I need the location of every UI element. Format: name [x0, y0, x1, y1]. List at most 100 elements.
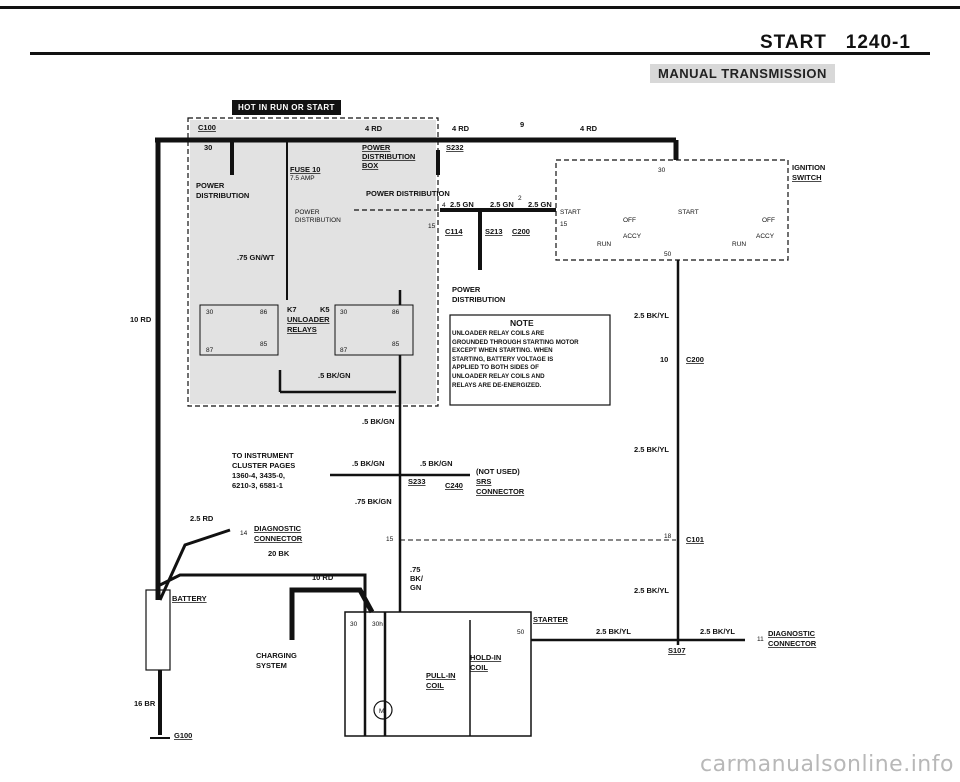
fuse-relay-box	[187, 117, 439, 407]
bk20: 20 BK	[268, 549, 290, 558]
system-label: SYSTEM	[256, 661, 287, 670]
rd10-label: 10 RD	[130, 315, 152, 324]
relay-k5	[334, 304, 414, 356]
rd4-c: 4 RD	[580, 124, 598, 133]
pin10: 10	[660, 355, 668, 364]
c101: C101	[686, 535, 704, 544]
bk5c: .5 BK/GN	[352, 459, 385, 468]
c100-label: C100	[198, 123, 216, 132]
pullin-coil: COIL	[426, 681, 444, 690]
page-number: 1240-1	[845, 32, 911, 53]
starter-label: STARTER	[533, 615, 568, 624]
page-title: START 1240-1	[760, 32, 911, 54]
pin15c: 15	[386, 536, 394, 543]
box-box: BOX	[362, 161, 378, 170]
hot-in-run-badge: HOT IN RUN OR START	[232, 100, 341, 115]
battery-label: BATTERY	[172, 594, 207, 603]
diag2-connector: CONNECTOR	[768, 639, 817, 648]
pd-small2: DISTRIBUTION	[295, 217, 341, 224]
s232: S232	[446, 143, 464, 152]
footer-watermark: carmanualsonline.info	[700, 752, 954, 777]
motor-circle	[373, 700, 393, 720]
k7-label: K7	[287, 305, 297, 314]
bk75b: .75	[410, 565, 420, 574]
accy-label: ACCY	[623, 233, 642, 240]
off-label: OFF	[623, 217, 636, 224]
br16: 16 BR	[134, 699, 156, 708]
ignition-switch-box	[555, 159, 789, 261]
r85b: 85	[392, 341, 400, 348]
rd4-a: 4 RD	[365, 124, 383, 133]
rd25: 2.5 RD	[190, 514, 214, 523]
bk5-label: .5 BK/GN	[318, 371, 351, 380]
ignition-label: IGNITION	[792, 163, 825, 172]
cluster: CLUSTER PAGES	[232, 461, 295, 470]
fuse-label: FUSE 10	[290, 165, 320, 174]
header-rule	[0, 6, 960, 9]
start-label: START	[560, 209, 581, 216]
header-rule-secondary	[30, 52, 930, 55]
pin50: 50	[664, 251, 672, 258]
box-distribution: DISTRIBUTION	[362, 152, 415, 161]
gn25c: 2.5 GN	[528, 200, 552, 209]
bkyl5: 2.5 BK/YL	[700, 627, 735, 636]
pin30-label: 30	[204, 143, 212, 152]
c200b: C200	[686, 355, 704, 364]
bk75d: GN	[410, 583, 421, 592]
k5-label: K5	[320, 305, 330, 314]
pages2: 6210-3, 6581-1	[232, 481, 283, 490]
pin11: 11	[757, 636, 764, 643]
srs-connector: CONNECTOR	[476, 487, 525, 496]
gn25b: 2.5 GN	[490, 200, 514, 209]
holdin-label: HOLD-IN	[470, 653, 501, 662]
motor-label: M	[379, 708, 384, 715]
r87b: 87	[340, 347, 348, 354]
starter-box	[344, 611, 532, 737]
r87: 87	[206, 347, 214, 354]
s30: 30	[350, 621, 358, 628]
off2-label: OFF	[762, 217, 775, 224]
pin4: 4	[442, 202, 446, 209]
pin15: 15	[428, 223, 436, 230]
holdin-coil: COIL	[470, 663, 488, 672]
pd-arrow-label: POWER DISTRIBUTION	[366, 189, 450, 198]
diag-label: DIAGNOSTIC	[254, 524, 302, 533]
r30: 30	[206, 309, 214, 316]
s107: S107	[668, 646, 686, 655]
s30h: 30h	[372, 621, 383, 628]
pullin-label: PULL-IN	[426, 671, 456, 680]
r86: 86	[260, 309, 268, 316]
note-box	[449, 314, 611, 406]
pd-small: POWER	[295, 209, 320, 216]
pin15b: 15	[560, 221, 568, 228]
wire-75gnwt: .75 GN/WT	[237, 253, 275, 262]
rd4-b: 4 RD	[452, 124, 470, 133]
pin14: 14	[240, 530, 248, 537]
bkyl3: 2.5 BK/YL	[634, 586, 669, 595]
section-subtitle: MANUAL TRANSMISSION	[650, 64, 835, 83]
s213: S213	[485, 227, 503, 236]
bk75c: BK/	[410, 574, 424, 583]
relays-label: RELAYS	[287, 325, 317, 334]
c240: C240	[445, 481, 463, 490]
box-power: POWER	[362, 143, 391, 152]
g100: G100	[174, 731, 192, 740]
start2-label: START	[678, 209, 699, 216]
pin9: 9	[520, 120, 524, 129]
bk75: .75 BK/GN	[355, 497, 392, 506]
power-dist-label: POWER	[196, 181, 225, 190]
pd-lower: POWER	[452, 285, 481, 294]
run2-label: RUN	[732, 241, 746, 248]
c114: C114	[445, 227, 463, 236]
gn25a: 2.5 GN	[450, 200, 474, 209]
battery	[145, 589, 171, 671]
s233: S233	[408, 477, 426, 486]
pd-lower2: DISTRIBUTION	[452, 295, 505, 304]
rd10b: 10 RD	[312, 573, 334, 582]
charging-label: CHARGING	[256, 651, 297, 660]
power-dist-label2: DISTRIBUTION	[196, 191, 249, 200]
s50: 50	[517, 629, 525, 636]
note-title: NOTE	[510, 318, 534, 328]
accy2-label: ACCY	[756, 233, 775, 240]
